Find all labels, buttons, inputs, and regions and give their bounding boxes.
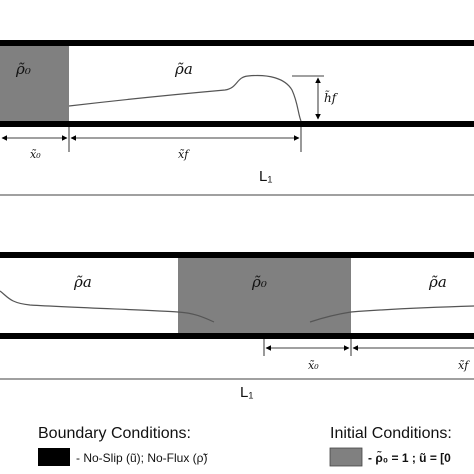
panel-a-rho-a-label: ρ̃a — [174, 60, 193, 78]
panel-a-heavy-fluid-block — [0, 46, 69, 121]
panel-b-rho-0-label: ρ̃₀ — [251, 273, 267, 291]
panel-b-length-label: L₁ — [240, 384, 253, 401]
panel-a-hf-label: h̃f — [324, 89, 339, 105]
panel-a-gravity-current-interface — [68, 74, 302, 122]
panel-a-rho-0-label: ρ̃₀ — [15, 60, 31, 78]
boundary-conditions-title: Boundary Conditions: — [38, 425, 191, 442]
panel-b-top-wall — [0, 252, 474, 258]
panel-a: ρ̃₀ ρ̃a h̃f x̃₀ x̃f L₁ — [0, 40, 474, 196]
boundary-conditions-item: - No-Slip (ũ); No-Flux (ρ̃) — [76, 451, 209, 465]
panel-a-x0-label: x̃₀ — [30, 148, 41, 161]
legend: Boundary Conditions: - No-Slip (ũ); No-F… — [38, 425, 452, 467]
panel-b-rho-a-right-label: ρ̃a — [428, 273, 447, 291]
initial-fluid-swatch — [329, 447, 363, 467]
panel-a-xf-label: x̃f — [178, 148, 190, 161]
panel-b-rho-a-left-label: ρ̃a — [73, 273, 92, 291]
panel-b-x0-label: x̃₀ — [308, 359, 319, 372]
panel-a-length-label: L₁ — [259, 168, 272, 185]
panel-b-heavy-fluid-block — [178, 258, 351, 333]
initial-conditions-item: - ρ̃₀ = 1 ; ũ = [0 — [368, 450, 451, 465]
initial-conditions-title: Initial Conditions: — [330, 425, 452, 442]
panel-b-right-interface — [309, 305, 474, 323]
panel-b-left-interface — [0, 290, 215, 323]
panel-a-top-wall — [0, 40, 474, 46]
panel-a-bottom-wall — [0, 121, 474, 127]
no-slip-swatch — [38, 448, 70, 466]
panel-b: ρ̃a ρ̃₀ ρ̃a x̃₀ x̃f L₁ — [0, 252, 474, 401]
panel-b-xf-label: x̃f — [458, 359, 470, 372]
panel-b-bottom-wall — [0, 333, 474, 339]
